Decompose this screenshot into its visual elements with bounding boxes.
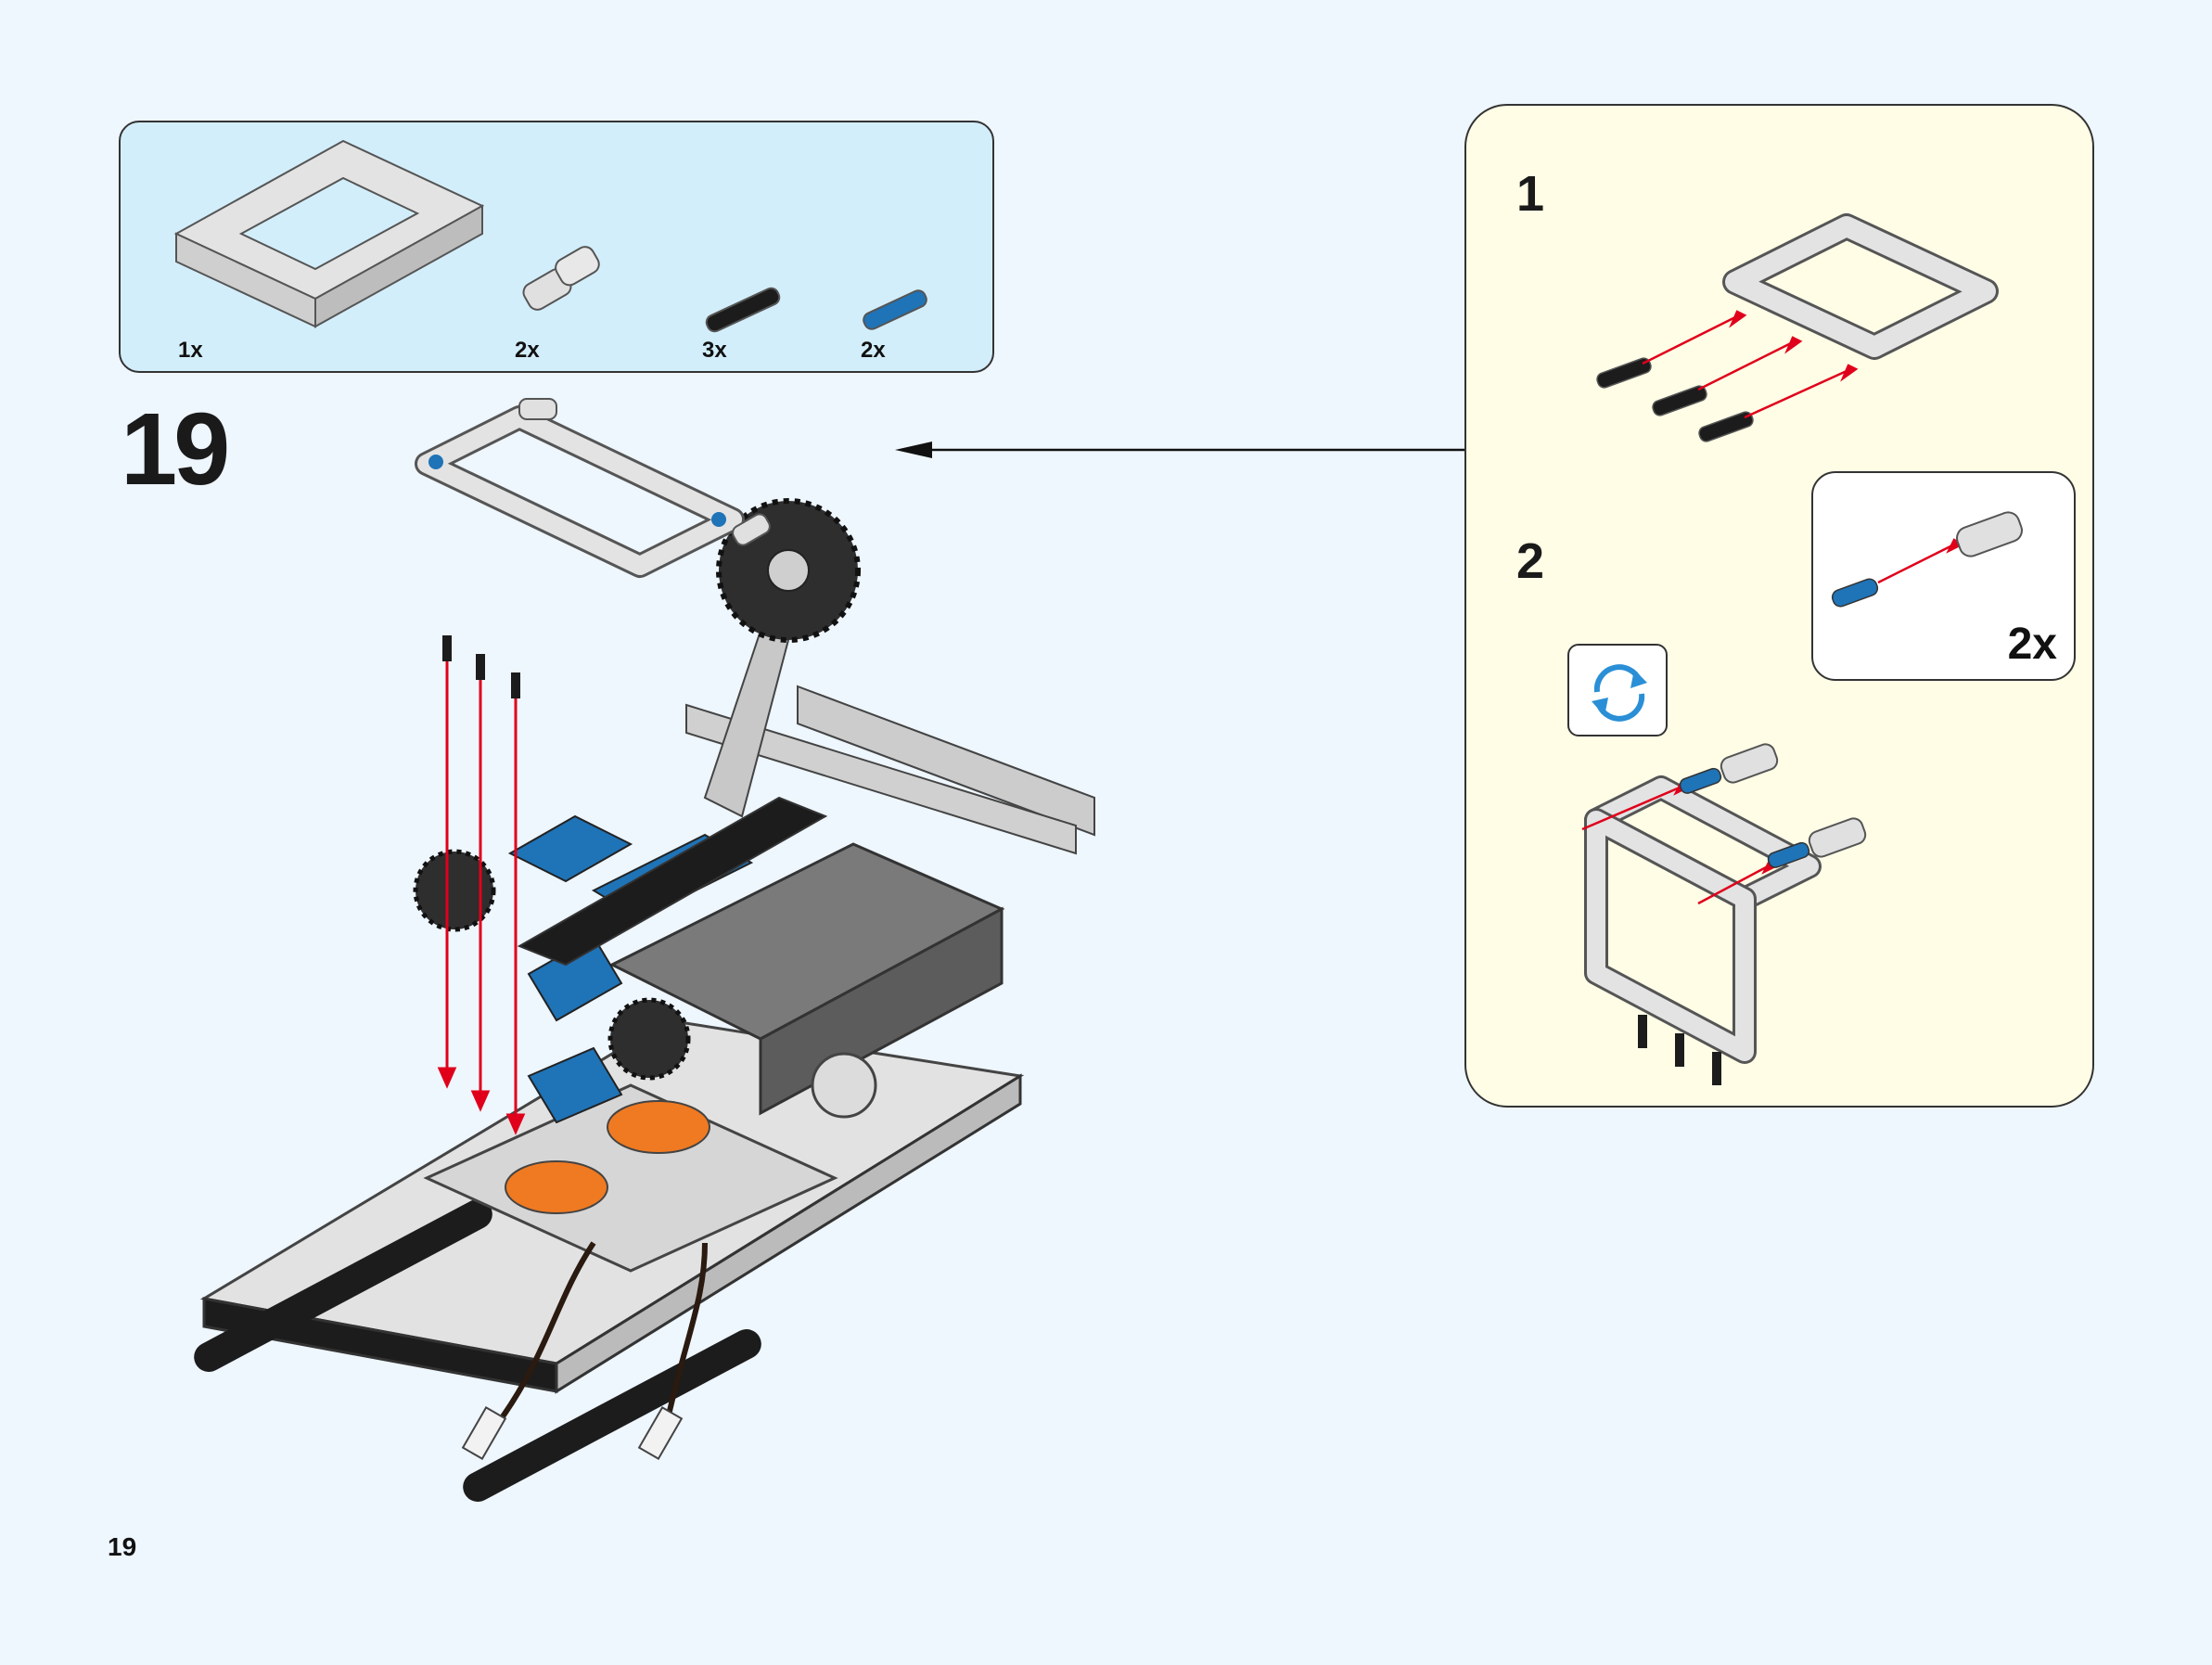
part-qty-blue-pin: 2x [861, 338, 886, 363]
callout-arrow [895, 442, 1464, 458]
page-number: 19 [108, 1532, 137, 1561]
orange-knob-left [505, 1160, 608, 1214]
substep-2-inset-box: 2x [1811, 471, 2076, 681]
orange-knob-right [607, 1100, 710, 1154]
inset-illustration [1831, 511, 2023, 608]
inset-qty: 2x [2007, 620, 2057, 669]
part-qty-angle-connector: 2x [515, 338, 540, 363]
blue-pin-illustration [863, 289, 927, 330]
substep-2-number: 2 [1516, 533, 1545, 589]
part-qty-frame: 1x [178, 338, 203, 363]
insertion-arrows [437, 659, 526, 1135]
rotate-icon [1567, 644, 1668, 736]
subassembly-box: 1 2 [1464, 104, 2094, 1108]
substep-2-illustration [1581, 743, 1867, 1085]
step-number: 19 [121, 392, 230, 506]
black-pin-illustration [705, 287, 781, 333]
cable [498, 1241, 596, 1421]
frame-part-illustration [173, 139, 485, 328]
parts-list-box: 1x 2x 3x 2x [119, 121, 994, 373]
part-qty-black-pin: 3x [702, 338, 727, 363]
small-gear-right [607, 997, 691, 1081]
wheel-hub [811, 1052, 877, 1119]
substep-1-illustration [1596, 213, 1999, 442]
blue-beam-1 [507, 814, 633, 883]
substep-1-number: 1 [1516, 166, 1545, 222]
main-assembly-illustration [194, 398, 1095, 1502]
angle-connector-illustration [522, 246, 600, 311]
small-gear-left [413, 849, 496, 932]
